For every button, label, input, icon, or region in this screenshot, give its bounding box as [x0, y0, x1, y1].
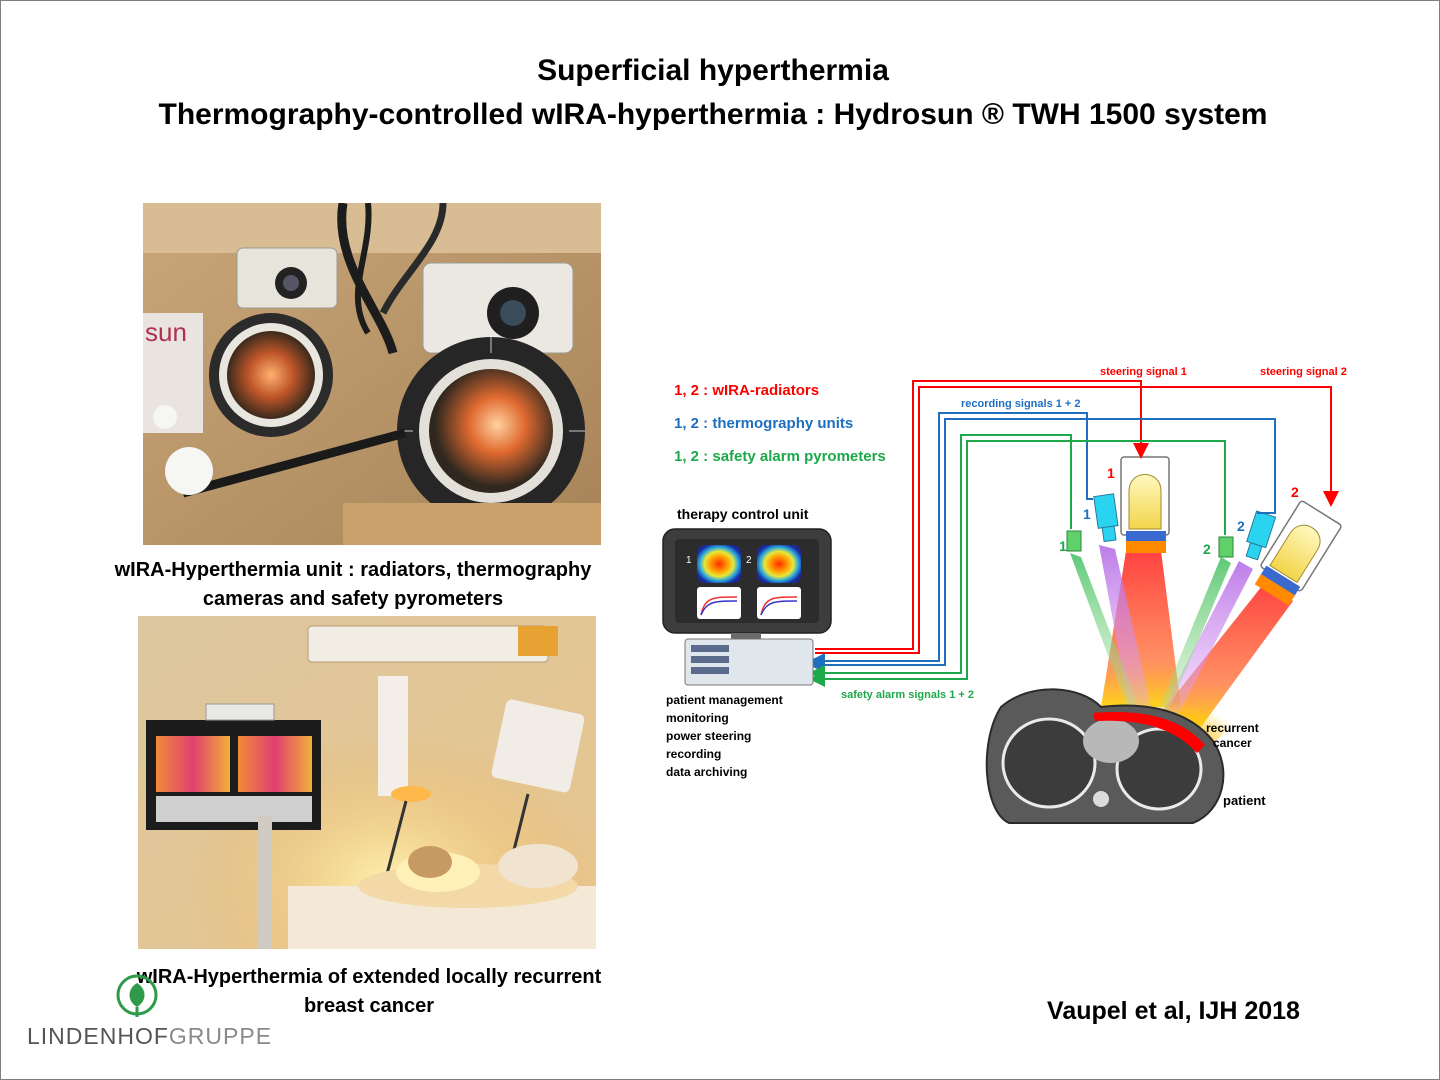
photo-treatment — [138, 616, 596, 949]
legend-thermography-units: 1, 2 : thermography units — [674, 415, 853, 432]
recording-signal-lines — [809, 412, 1276, 673]
therapy-control-unit-label: therapy control unit — [677, 506, 809, 522]
photo-2-caption-line-1: wIRA-Hyperthermia of extended locally re… — [136, 966, 602, 988]
safety-signal-lines — [809, 434, 1226, 687]
screen-1-number: 1 — [686, 555, 692, 566]
device-brand-label: sun — [145, 317, 187, 347]
lindenhof-logo-text: LINDENHOFGRUPPE — [27, 1023, 272, 1050]
slide-title-line-2: Thermography-controlled wIRA-hyperthermi… — [158, 98, 1268, 131]
photo-2-caption-line-2: breast cancer — [303, 995, 435, 1017]
pyrometer-1-number: 1 — [1059, 538, 1067, 554]
camera-1-field — [1099, 545, 1151, 707]
lindenhof-logo-icon — [116, 974, 158, 1017]
steering-signal-1-label: steering signal 1 — [1100, 366, 1187, 378]
photo-1-caption-line-2: cameras and safety pyrometers — [202, 588, 504, 610]
camera-2-number: 2 — [1237, 518, 1245, 534]
pyrometer-1 — [1066, 530, 1082, 552]
recording-signals-label: recording signals 1 + 2 — [961, 398, 1081, 410]
legend-safety-pyrometers: 1, 2 : safety alarm pyrometers — [674, 448, 886, 465]
function-recording: recording — [666, 747, 721, 761]
pyrometer-2-number: 2 — [1203, 541, 1211, 557]
steering-signal-lines — [815, 380, 1339, 654]
function-power-steering: power steering — [666, 729, 751, 743]
function-monitoring: monitoring — [666, 711, 729, 725]
thermography-camera-1 — [1093, 493, 1119, 543]
function-data-archiving: data archiving — [666, 765, 747, 779]
logo-text-part-2: GRUPPE — [168, 1023, 273, 1049]
photo-hyperthermia-unit: sun — [143, 203, 601, 545]
steering-signal-2-label: steering signal 2 — [1260, 366, 1347, 378]
pyrometer-2-field — [1157, 557, 1231, 715]
screen-2-number: 2 — [746, 555, 752, 566]
photo-1-caption-line-1: wIRA-Hyperthermia unit : radiators, ther… — [114, 559, 592, 581]
slide-title-line-1: Superficial hyperthermia — [537, 54, 889, 87]
camera-1-number: 1 — [1083, 506, 1091, 522]
camera-2-field — [1161, 561, 1253, 717]
recurrent-cancer-region — [1093, 712, 1205, 753]
recurrent-cancer-label-line-1: recurrent — [1206, 721, 1259, 735]
legend-radiators: 1, 2 : wIRA-radiators — [674, 382, 819, 399]
pyrometer-1-field — [1070, 553, 1139, 707]
thermography-camera-2 — [1245, 510, 1277, 561]
patient-label: patient — [1223, 793, 1266, 808]
photo-hyperthermia-unit-illustration: sun — [143, 203, 601, 545]
logo-text-part-1: LINDENHOF — [27, 1023, 169, 1049]
radiator-1-number: 1 — [1107, 465, 1115, 481]
pyrometer-2 — [1218, 536, 1234, 558]
therapy-control-unit — [662, 528, 832, 686]
photo-treatment-illustration — [138, 616, 596, 949]
function-patient-management: patient management — [666, 693, 783, 707]
radiator-1 — [1120, 456, 1170, 553]
citation: Vaupel et al, IJH 2018 — [1047, 997, 1300, 1025]
radiator-2-number: 2 — [1291, 484, 1299, 500]
patient-cross-section — [985, 688, 1225, 824]
safety-alarm-signals-label: safety alarm signals 1 + 2 — [841, 689, 974, 701]
recurrent-cancer-label-line-2: cancer — [1213, 736, 1252, 750]
radiator-2 — [1254, 500, 1342, 606]
